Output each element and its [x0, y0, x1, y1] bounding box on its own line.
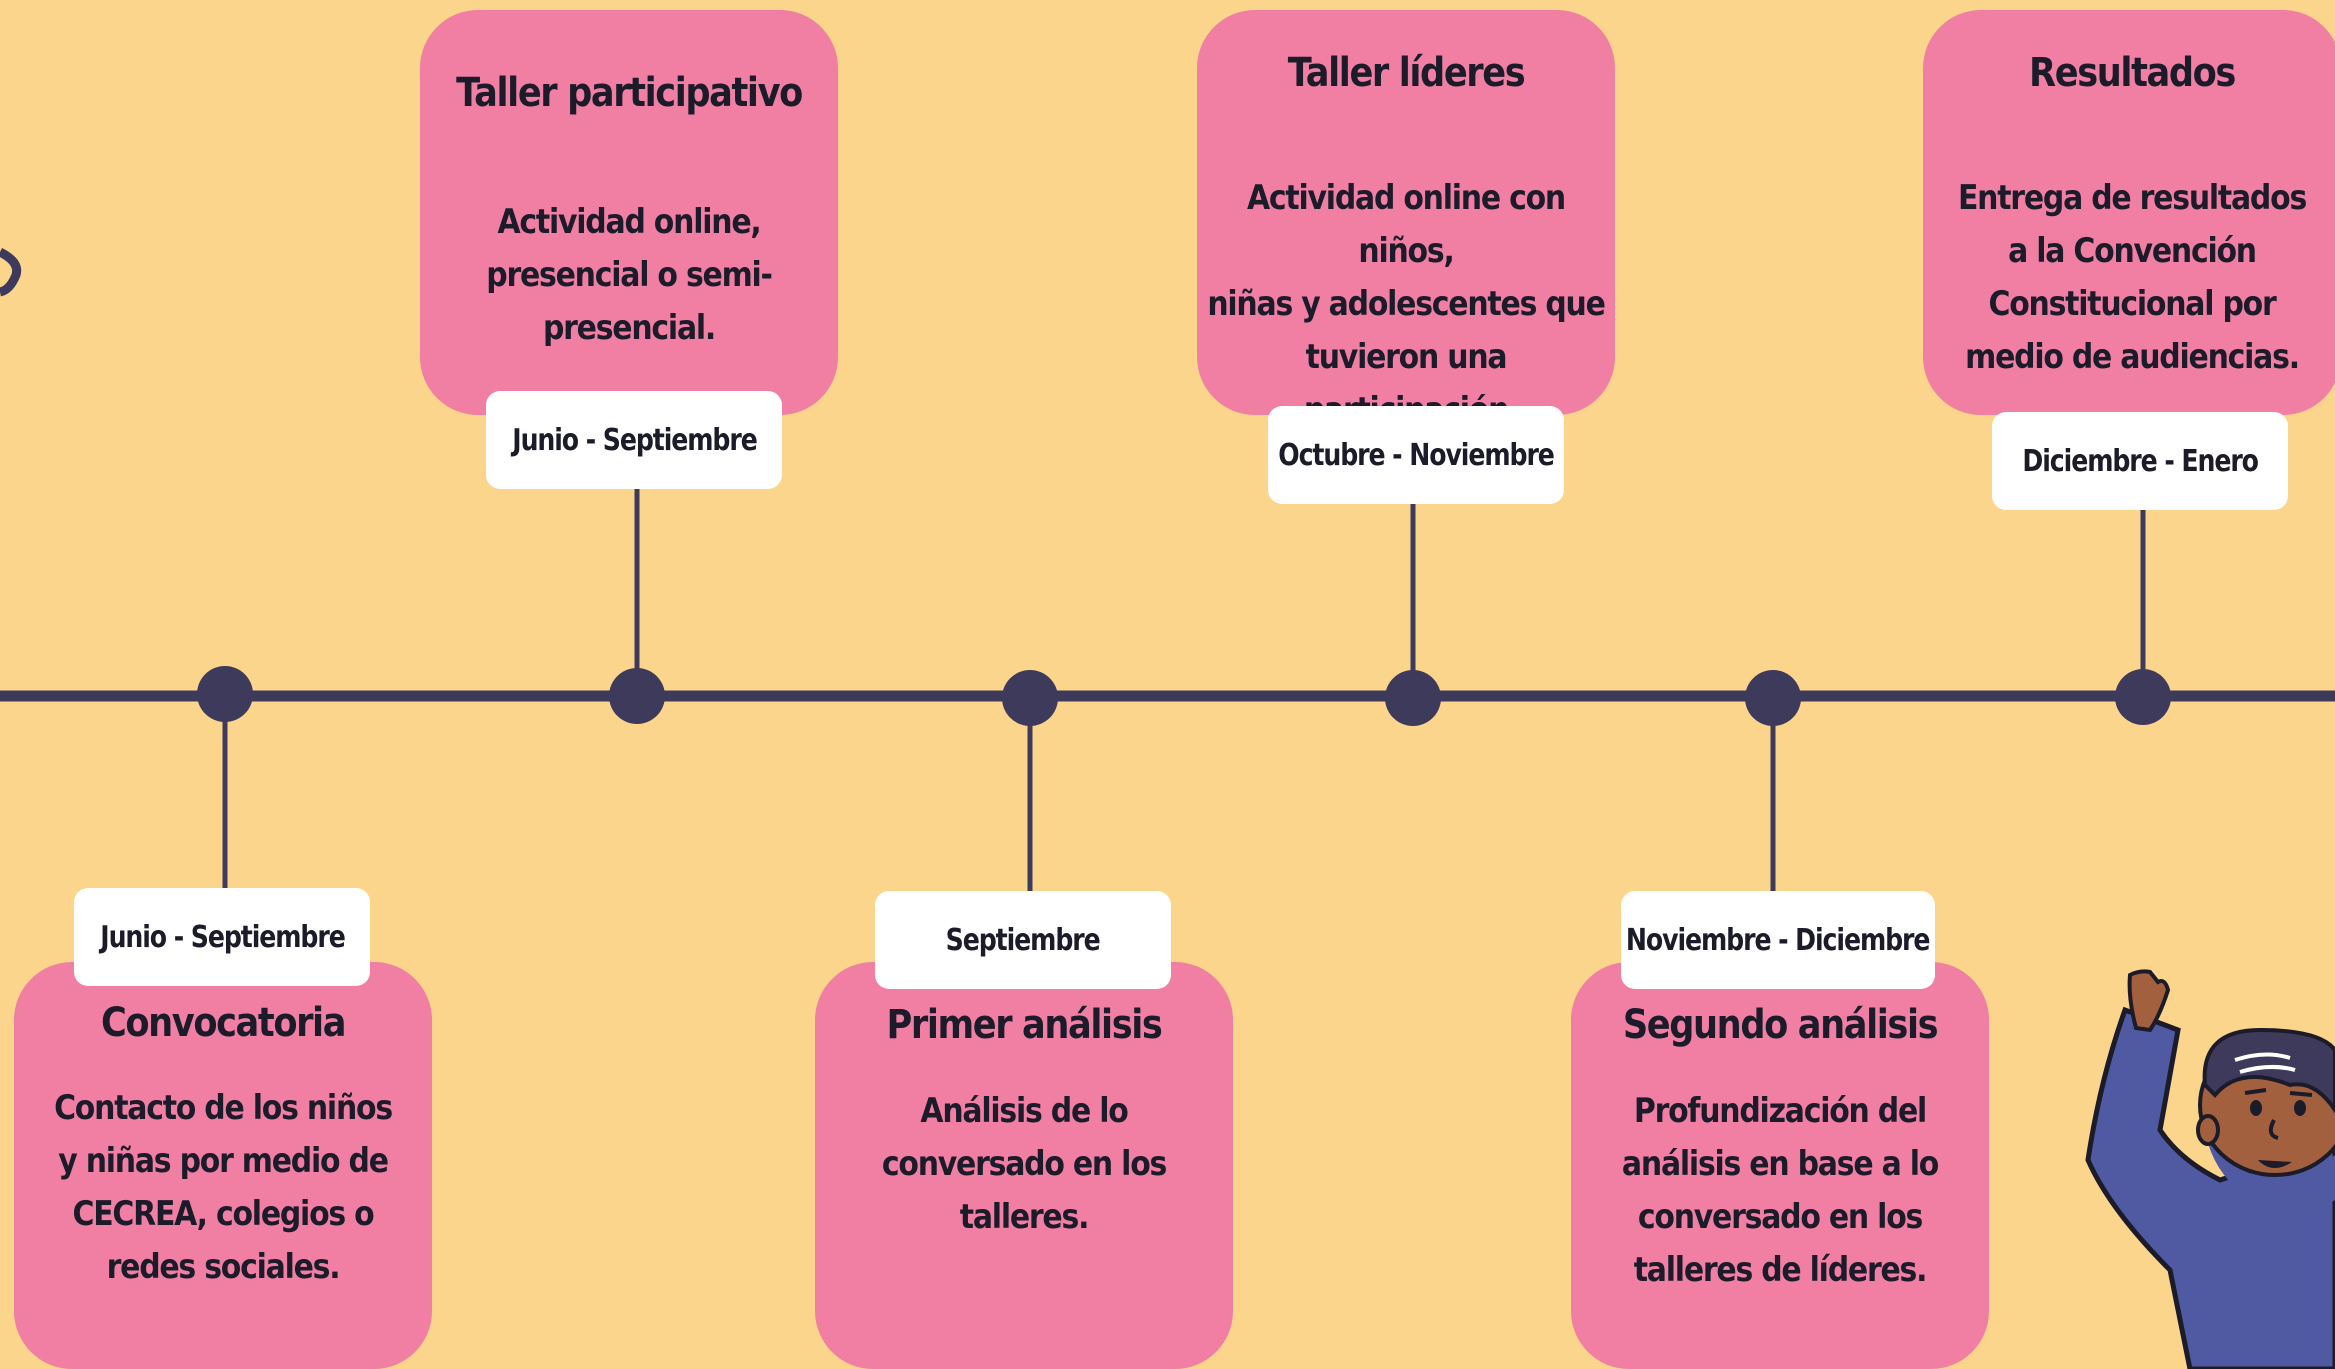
- event-date-primer-analisis: Septiembre: [875, 891, 1171, 989]
- event-card-segundo-analisis: Segundo análisis Profundización del anál…: [1571, 962, 1989, 1369]
- event-date-taller-participativo: Junio - Septiembre: [486, 391, 782, 489]
- event-description: Actividad online, presencial o semi- pre…: [486, 202, 773, 348]
- timeline-node-5: [1745, 670, 1801, 726]
- event-card-primer-analisis: Primer análisis Análisis de lo conversad…: [815, 962, 1233, 1369]
- timeline-node-1: [197, 666, 253, 722]
- event-title: Convocatoria: [100, 1000, 347, 1046]
- event-description: Entrega de resultados a la Convención Co…: [1957, 178, 2307, 377]
- event-title: Resultados: [2029, 50, 2236, 96]
- timeline-node-6: [2115, 669, 2171, 725]
- event-title: Taller líderes: [1287, 50, 1526, 96]
- event-card-resultados: Resultados Entrega de resultados a la Co…: [1923, 10, 2335, 415]
- event-title: Primer análisis: [886, 1002, 1163, 1048]
- event-card-taller-lideres: Taller líderes Actividad online con niño…: [1197, 10, 1615, 483]
- event-date-resultados: Diciembre - Enero: [1992, 412, 2288, 510]
- event-title: Segundo análisis: [1622, 1002, 1939, 1048]
- event-date-convocatoria: Junio - Septiembre: [74, 888, 370, 986]
- waving-child-illustration: [2085, 969, 2335, 1369]
- event-date-segundo-analisis: Noviembre - Diciembre: [1621, 891, 1935, 989]
- event-description: Profundización del análisis en base a lo…: [1621, 1091, 1939, 1290]
- decorative-swirl: [0, 247, 22, 297]
- event-title: Taller participativo: [456, 70, 803, 116]
- event-description: Contacto de los niños y niñas por medio …: [54, 1088, 393, 1287]
- event-card-taller-participativo: Taller participativo Actividad online, p…: [420, 10, 838, 415]
- event-date-taller-lideres: Octubre - Noviembre: [1268, 406, 1564, 504]
- event-card-convocatoria: Convocatoria Contacto de los niños y niñ…: [14, 962, 432, 1369]
- timeline-node-2: [609, 668, 665, 724]
- timeline-node-3: [1002, 670, 1058, 726]
- timeline-node-4: [1385, 670, 1441, 726]
- event-description: Análisis de lo conversado en los tallere…: [881, 1091, 1167, 1237]
